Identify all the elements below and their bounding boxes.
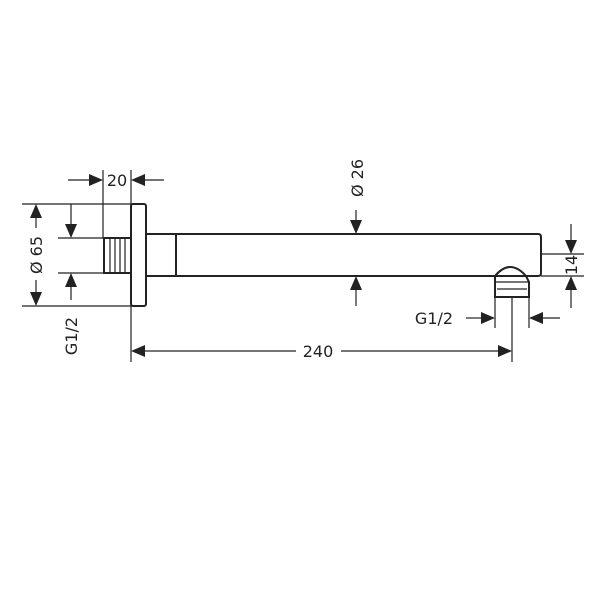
dim-outlet-height: 14 xyxy=(541,224,584,308)
dim-label-flange-width: 20 xyxy=(107,171,127,190)
dim-label-outlet-height: 14 xyxy=(562,255,581,275)
dim-inlet-thread: G1/2 xyxy=(58,204,104,355)
dim-arm-diameter: Ø 26 xyxy=(348,159,367,306)
dim-outlet-thread: G1/2 xyxy=(415,297,560,328)
dim-label-arm-length: 240 xyxy=(303,342,334,361)
dim-label-outlet-thread: G1/2 xyxy=(415,309,453,328)
dim-label-inlet-thread: G1/2 xyxy=(62,317,81,355)
dim-flange-diameter: Ø 65 xyxy=(22,203,131,307)
shower-arm-part xyxy=(103,203,542,307)
dim-label-flange-diameter: Ø 65 xyxy=(27,236,46,274)
dim-arm-length: 240 xyxy=(130,297,513,362)
dim-label-arm-diameter: Ø 26 xyxy=(348,159,367,197)
arm-tube xyxy=(146,233,542,277)
inlet-thread-stub xyxy=(103,237,132,274)
wall-flange xyxy=(130,203,147,307)
dim-flange-width: 20 xyxy=(68,170,164,238)
